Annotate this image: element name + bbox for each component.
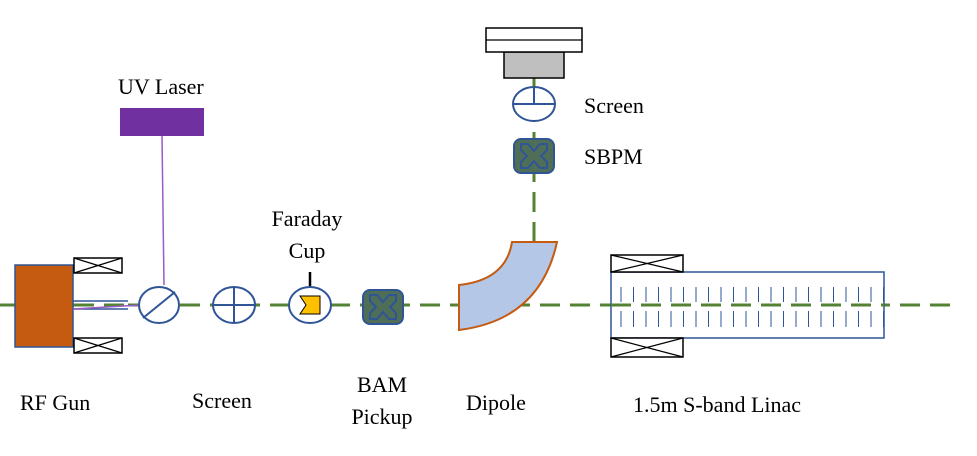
rf-gun-solenoid-bottom <box>73 337 123 354</box>
screen-top-label: Screen <box>584 93 644 118</box>
sbpm-icon <box>513 138 555 174</box>
bam-pickup-label-line1: BAM <box>357 372 407 397</box>
sbpm-label: SBPM <box>584 144 643 169</box>
faraday-cup-label-line2: Cup <box>289 238 326 263</box>
uv-laser-box <box>120 108 204 136</box>
laser-mirror-icon <box>138 286 180 324</box>
screen-icon-bottom <box>212 286 256 324</box>
screen-bottom-label: Screen <box>192 388 252 413</box>
rf-gun-exit-gap <box>74 302 128 308</box>
detector-plate <box>485 27 583 53</box>
laser-beam <box>161 135 165 286</box>
detector-base <box>503 51 565 79</box>
rf-gun-solenoid-top <box>73 257 123 274</box>
linac-solenoid-bottom <box>610 337 684 358</box>
uv-laser-label: UV Laser <box>118 74 204 99</box>
linac-label: 1.5m S-band Linac <box>633 392 801 417</box>
faraday-cup-label-line1: Faraday <box>272 206 343 231</box>
dipole-magnet <box>458 241 559 332</box>
linac-solenoid-top <box>610 254 684 273</box>
dipole-label: Dipole <box>466 390 526 415</box>
faraday-cup-icon <box>288 272 332 324</box>
rf-gun-body <box>14 264 74 348</box>
rf-gun-label: RF Gun <box>20 390 90 415</box>
bam-pickup-label-line2: Pickup <box>351 404 412 429</box>
screen-icon-top <box>512 86 556 122</box>
linac-structure <box>610 271 885 339</box>
bam-pickup-icon <box>362 289 404 325</box>
